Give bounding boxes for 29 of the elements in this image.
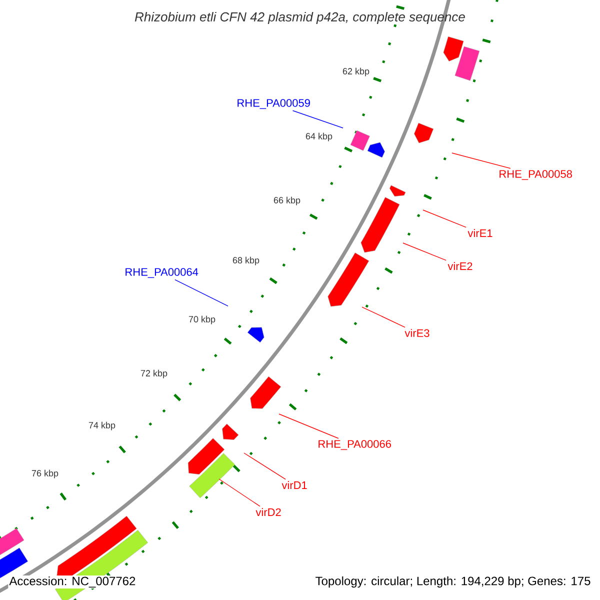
leader-line bbox=[422, 210, 466, 228]
tick-label: 66 kbp bbox=[274, 196, 300, 206]
gene-label: virE1 bbox=[468, 229, 492, 237]
tick-label: 72 kbp bbox=[140, 370, 168, 378]
gene-label: RHE_PA00064 bbox=[126, 268, 198, 278]
tick-label: 74 kbp bbox=[88, 422, 116, 430]
leader-line bbox=[452, 152, 511, 169]
gene-label: virE2 bbox=[448, 262, 472, 270]
leader-line bbox=[218, 478, 260, 507]
accession-text: Accession: NC_007762 bbox=[8, 575, 137, 589]
tick-label: 76 kbp bbox=[32, 470, 58, 478]
leader-line bbox=[292, 110, 344, 128]
gene-label: virD2 bbox=[256, 508, 281, 516]
gene-label: RHE_PA00059 bbox=[238, 99, 310, 109]
gene-label: RHE_PA00058 bbox=[500, 170, 572, 180]
tick-label: 70 kbp bbox=[188, 316, 216, 324]
leader-line bbox=[244, 452, 286, 480]
gene-label: virE3 bbox=[404, 328, 430, 338]
tick-label: 68 kbp bbox=[232, 256, 260, 266]
leader-line bbox=[174, 279, 228, 306]
summary-text: Topology: circular; Length: 194,229 bp; Genes: 175 bbox=[314, 575, 592, 589]
tick-label: 62 kbp bbox=[342, 68, 370, 76]
gene-label: virD1 bbox=[282, 481, 307, 489]
leader-line bbox=[402, 242, 446, 261]
leader-line bbox=[278, 414, 339, 439]
title: Rhizobium etli CFN 42 plasmid p42a, complete sequence bbox=[134, 12, 465, 24]
tick-label: 64 kbp bbox=[306, 132, 332, 142]
gene-label: RHE_PA00066 bbox=[318, 440, 391, 450]
leader-line bbox=[362, 306, 406, 328]
